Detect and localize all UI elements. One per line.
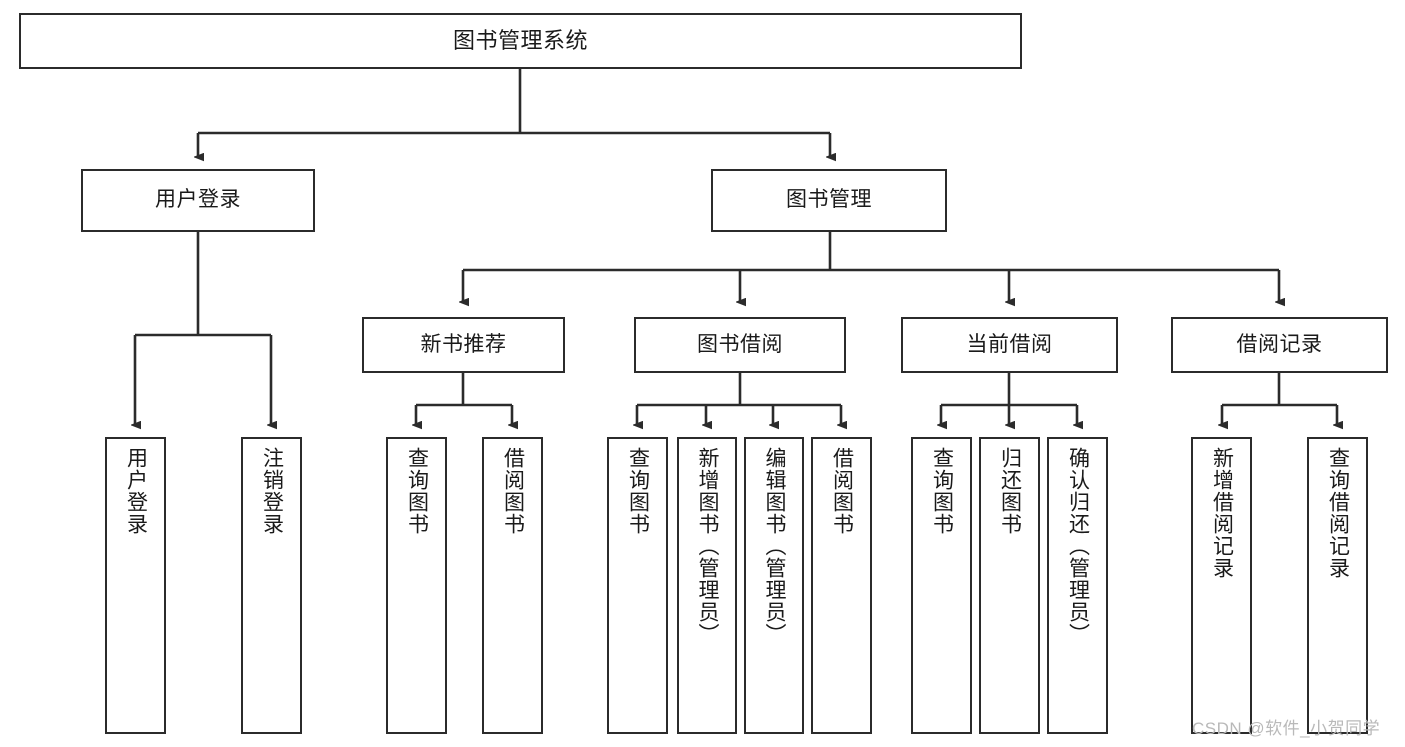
node-leaf-query-book-1[interactable]: 查询图书 <box>386 437 447 734</box>
node-borrow-record[interactable]: 借阅记录 <box>1171 317 1388 373</box>
node-leaf-confirm-return-admin[interactable]: 确认归还（管理员） <box>1047 437 1108 734</box>
node-leaf-query-book-3-label: 查询图书 <box>930 447 954 535</box>
node-leaf-edit-book-admin-label: 编辑图书（管理员） <box>763 447 787 645</box>
node-leaf-query-book-2[interactable]: 查询图书 <box>607 437 668 734</box>
node-current-borrow[interactable]: 当前借阅 <box>901 317 1118 373</box>
node-leaf-add-borrow-record-label: 新增借阅记录 <box>1210 447 1234 579</box>
node-leaf-add-book-admin[interactable]: 新增图书（管理员） <box>677 437 737 734</box>
node-leaf-borrow-book-1[interactable]: 借阅图书 <box>482 437 543 734</box>
node-current-borrow-label: 当前借阅 <box>966 332 1053 356</box>
node-leaf-query-borrow-record-label: 查询借阅记录 <box>1326 447 1350 579</box>
node-leaf-add-borrow-record[interactable]: 新增借阅记录 <box>1191 437 1252 734</box>
node-leaf-edit-book-admin[interactable]: 编辑图书（管理员） <box>744 437 804 734</box>
node-leaf-query-book-3[interactable]: 查询图书 <box>911 437 972 734</box>
node-user-login[interactable]: 用户登录 <box>81 169 315 232</box>
node-leaf-borrow-book-2-label: 借阅图书 <box>830 447 854 535</box>
node-leaf-logout-login[interactable]: 注销登录 <box>241 437 302 734</box>
node-leaf-user-login-label: 用户登录 <box>124 447 148 535</box>
node-borrow-record-label: 借阅记录 <box>1236 332 1323 356</box>
node-leaf-query-book-1-label: 查询图书 <box>405 447 429 535</box>
node-leaf-add-book-admin-label: 新增图书（管理员） <box>696 447 720 645</box>
node-leaf-confirm-return-admin-label: 确认归还（管理员） <box>1066 447 1090 645</box>
node-leaf-borrow-book-2[interactable]: 借阅图书 <box>811 437 872 734</box>
node-new-book-recommend-label: 新书推荐 <box>420 332 507 356</box>
node-book-borrow[interactable]: 图书借阅 <box>634 317 846 373</box>
node-book-management[interactable]: 图书管理 <box>711 169 947 232</box>
node-leaf-borrow-book-1-label: 借阅图书 <box>501 447 525 535</box>
node-leaf-user-login[interactable]: 用户登录 <box>105 437 166 734</box>
node-leaf-return-book-label: 归还图书 <box>998 447 1022 535</box>
node-leaf-query-book-2-label: 查询图书 <box>626 447 650 535</box>
node-root[interactable]: 图书管理系统 <box>19 13 1022 69</box>
node-new-book-recommend[interactable]: 新书推荐 <box>362 317 565 373</box>
node-book-management-label: 图书管理 <box>786 188 872 212</box>
node-book-borrow-label: 图书借阅 <box>697 332 783 356</box>
node-root-label: 图书管理系统 <box>452 28 588 54</box>
node-leaf-return-book[interactable]: 归还图书 <box>979 437 1040 734</box>
node-leaf-logout-login-label: 注销登录 <box>260 447 284 535</box>
node-leaf-query-borrow-record[interactable]: 查询借阅记录 <box>1307 437 1368 734</box>
node-user-login-label: 用户登录 <box>155 188 241 212</box>
